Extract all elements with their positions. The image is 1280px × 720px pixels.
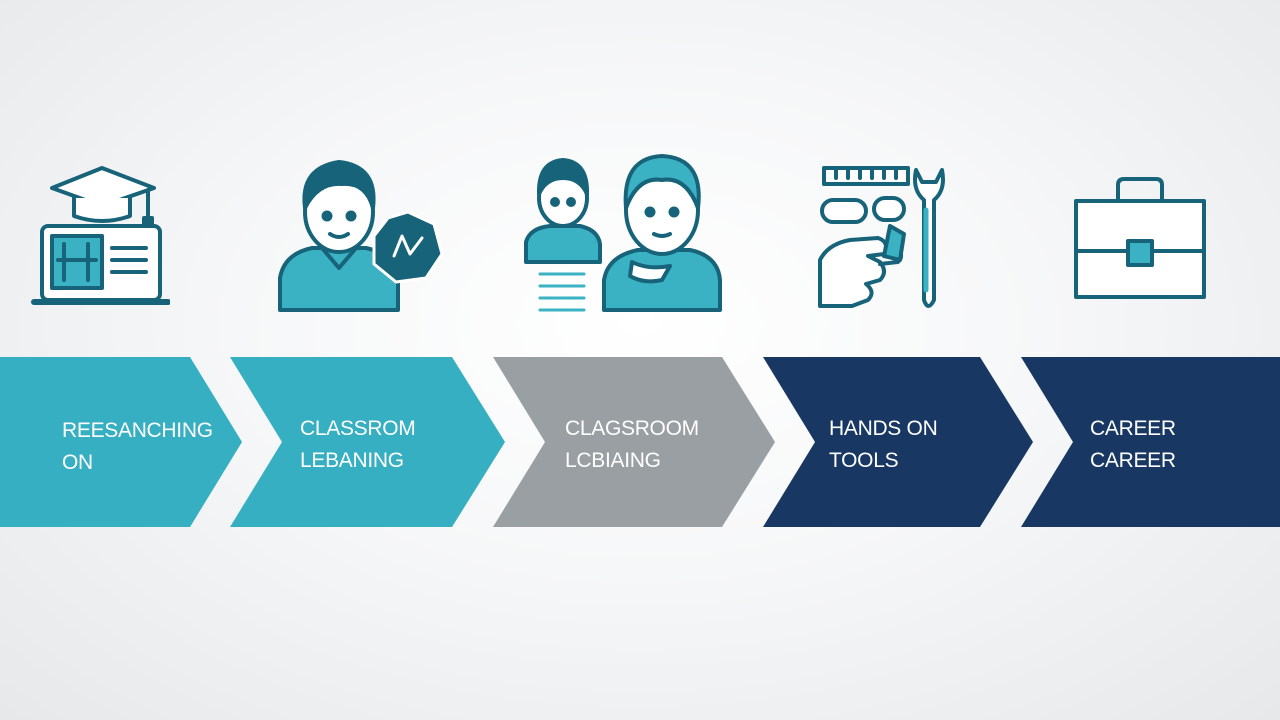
step-label-1: REESANCHING ON [62,415,213,479]
step-4-line-1: HANDS ON [829,417,938,440]
step-1-line-2: ON [62,451,93,474]
student-chat-icon [270,150,455,320]
briefcase-icon [1070,175,1210,305]
step-5-line-1: CAREER [1090,417,1176,440]
step-label-4: HANDS ON TOOLS [829,413,938,477]
step-label-5: CAREER CAREER [1090,413,1176,477]
graduation-laptop-icon [30,160,170,310]
teacher-student-icon [520,150,725,320]
step-5-line-2: CAREER [1090,449,1176,472]
step-3-line-2: LCBIAING [565,449,661,472]
step-3-line-1: CLAGSROOM [565,417,699,440]
step-label-2: CLASSROM LEBANING [300,413,416,477]
hand-tools-icon [812,160,957,315]
step-3-chevron [493,357,775,527]
step-1-chevron [0,357,242,527]
step-4-line-2: TOOLS [829,449,899,472]
step-2-line-1: CLASSROM [300,417,416,440]
step-4-chevron [763,357,1033,527]
step-2-chevron [230,357,505,527]
step-2-line-2: LEBANING [300,449,404,472]
step-label-3: CLAGSROOM LCBIAING [565,413,699,477]
step-1-line-1: REESANCHING [62,419,213,442]
step-5-chevron [1021,357,1280,527]
